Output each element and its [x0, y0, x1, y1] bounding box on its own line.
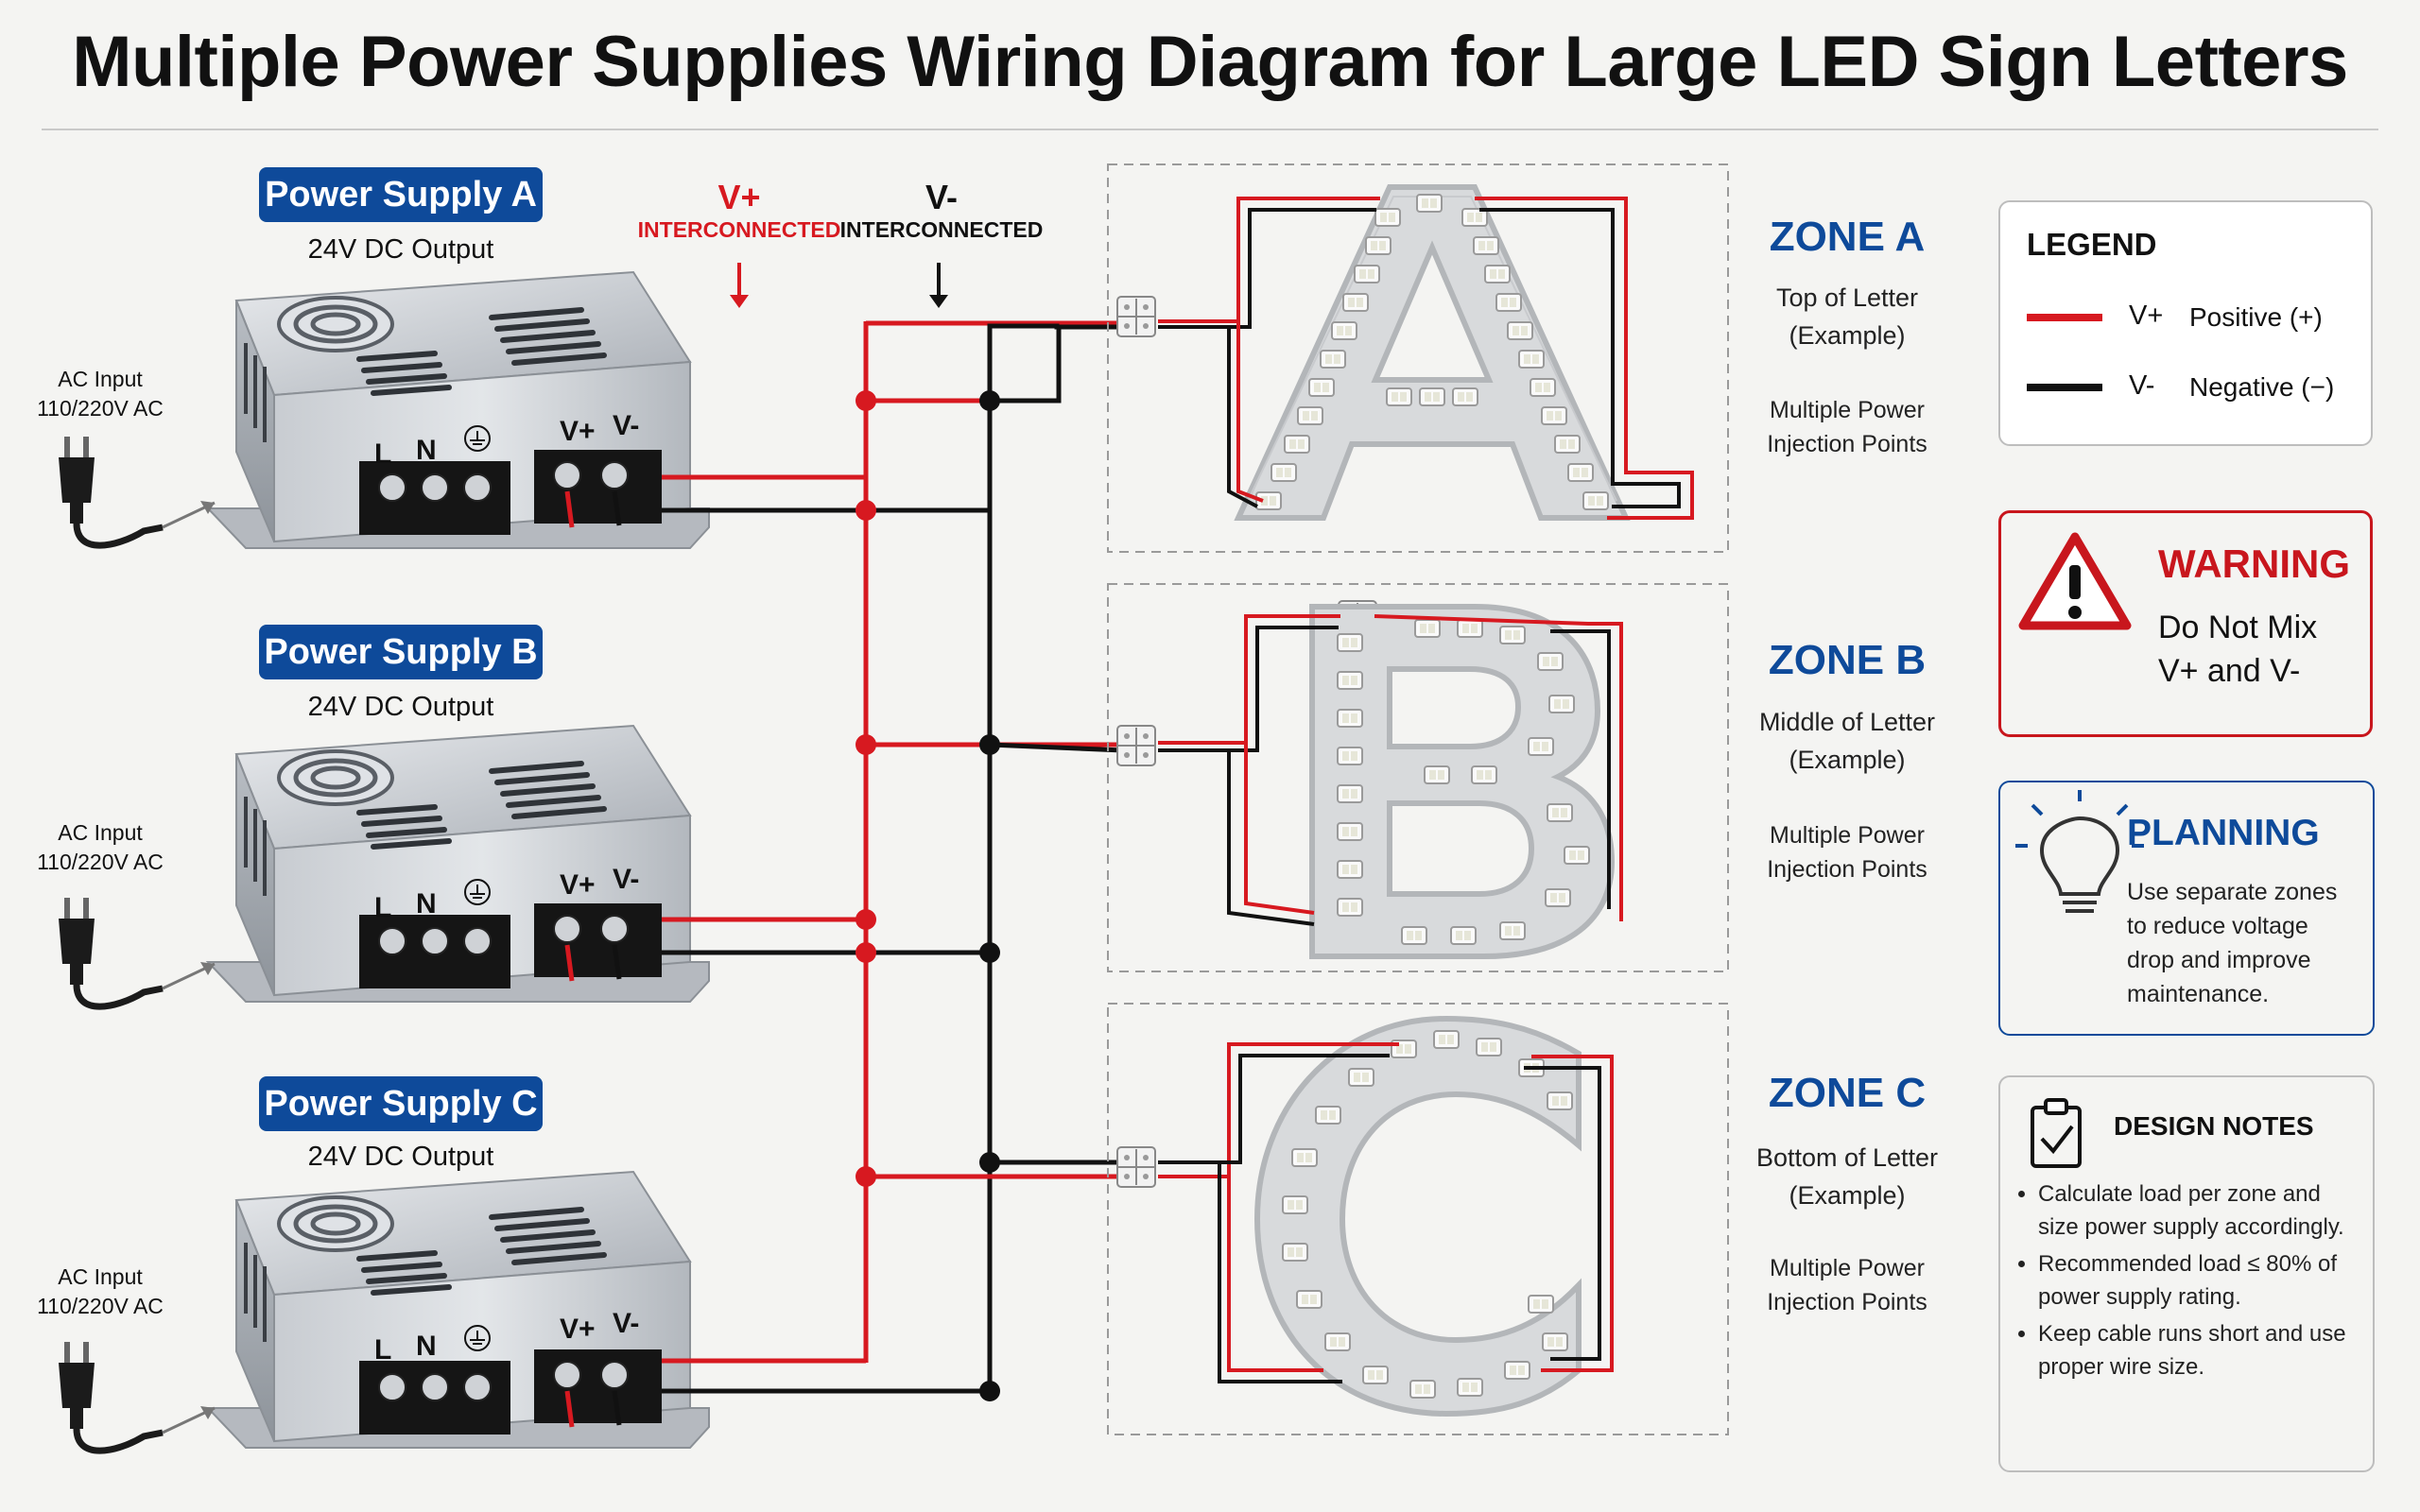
psu-b-terminal-n: N — [416, 888, 437, 919]
design-notes-title: DESIGN NOTES — [2114, 1111, 2314, 1141]
legend-negative-swatch — [2027, 384, 2102, 391]
design-note-item: Calculate load per zone and size power s… — [2038, 1177, 2350, 1244]
psu-c-output: 24V DC Output — [307, 1142, 494, 1172]
psu-a-terminal-n: N — [416, 435, 437, 466]
design-note-item: Keep cable runs short and use proper wir… — [2038, 1317, 2350, 1383]
clipboard-icon — [2031, 1098, 2082, 1168]
psu-a-title: Power Supply A — [259, 167, 543, 222]
vminus-bus-label: V- INTERCONNECTED — [839, 178, 1044, 242]
legend-negative-symbol: V- — [2129, 370, 2155, 401]
vplus-bus-label: V+ INTERCONNECTED — [637, 178, 841, 242]
zone-c-title: ZONE C — [1768, 1070, 1927, 1116]
design-note-item: Recommended load ≤ 80% of power supply r… — [2038, 1247, 2350, 1314]
zone-b-desc: Middle of Letter(Example) — [1758, 708, 1936, 774]
legend-title: LEGEND — [2027, 227, 2157, 262]
psu-b-output: 24V DC Output — [307, 692, 494, 722]
psu-a-terminal-vplus: V+ — [560, 416, 596, 447]
design-notes-list: Calculate load per zone and size power s… — [2017, 1177, 2350, 1387]
zone-b-title: ZONE B — [1768, 637, 1927, 683]
zone-a-title: ZONE A — [1769, 214, 1926, 260]
psu-c-terminal-n: N — [416, 1331, 437, 1362]
legend-positive-text: Positive (+) — [2189, 302, 2323, 332]
psu-b-terminal-vminus: V- — [613, 864, 640, 895]
page-title: Multiple Power Supplies Wiring Diagram f… — [72, 22, 2348, 102]
psu-a-terminal-vminus: V- — [613, 410, 640, 441]
legend-positive-swatch — [2027, 314, 2102, 321]
warning-title: WARNING — [2158, 541, 2350, 586]
psu-b-terminal-vplus: V+ — [560, 869, 596, 901]
psu-c-title: Power Supply C — [259, 1076, 543, 1131]
psu-b-terminal-l: L — [374, 892, 392, 923]
legend-positive-symbol: V+ — [2129, 301, 2164, 331]
design-notes-panel: DESIGN NOTES Calculate load per zone and… — [1998, 1075, 2375, 1472]
zone-c-desc: Bottom of Letter(Example) — [1755, 1143, 1939, 1210]
psu-c-terminal-l: L — [374, 1334, 392, 1366]
title-divider — [42, 129, 2378, 130]
legend-negative-text: Negative (−) — [2189, 372, 2335, 402]
psu-b-title: Power Supply B — [259, 625, 543, 679]
legend-panel: LEGEND V+ Positive (+) V- Negative (−) — [1998, 200, 2373, 446]
psu-a-terminal-l: L — [374, 438, 392, 470]
psu-c-terminal-vplus: V+ — [560, 1314, 596, 1345]
zone-a-desc: Top of Letter(Example) — [1775, 284, 1919, 350]
psu-c-terminal-vminus: V- — [613, 1308, 640, 1339]
planning-title: PLANNING — [2127, 813, 2320, 853]
lightbulb-icon — [2015, 790, 2144, 913]
warning-icon — [2018, 532, 2132, 630]
psu-a-output: 24V DC Output — [307, 234, 494, 265]
